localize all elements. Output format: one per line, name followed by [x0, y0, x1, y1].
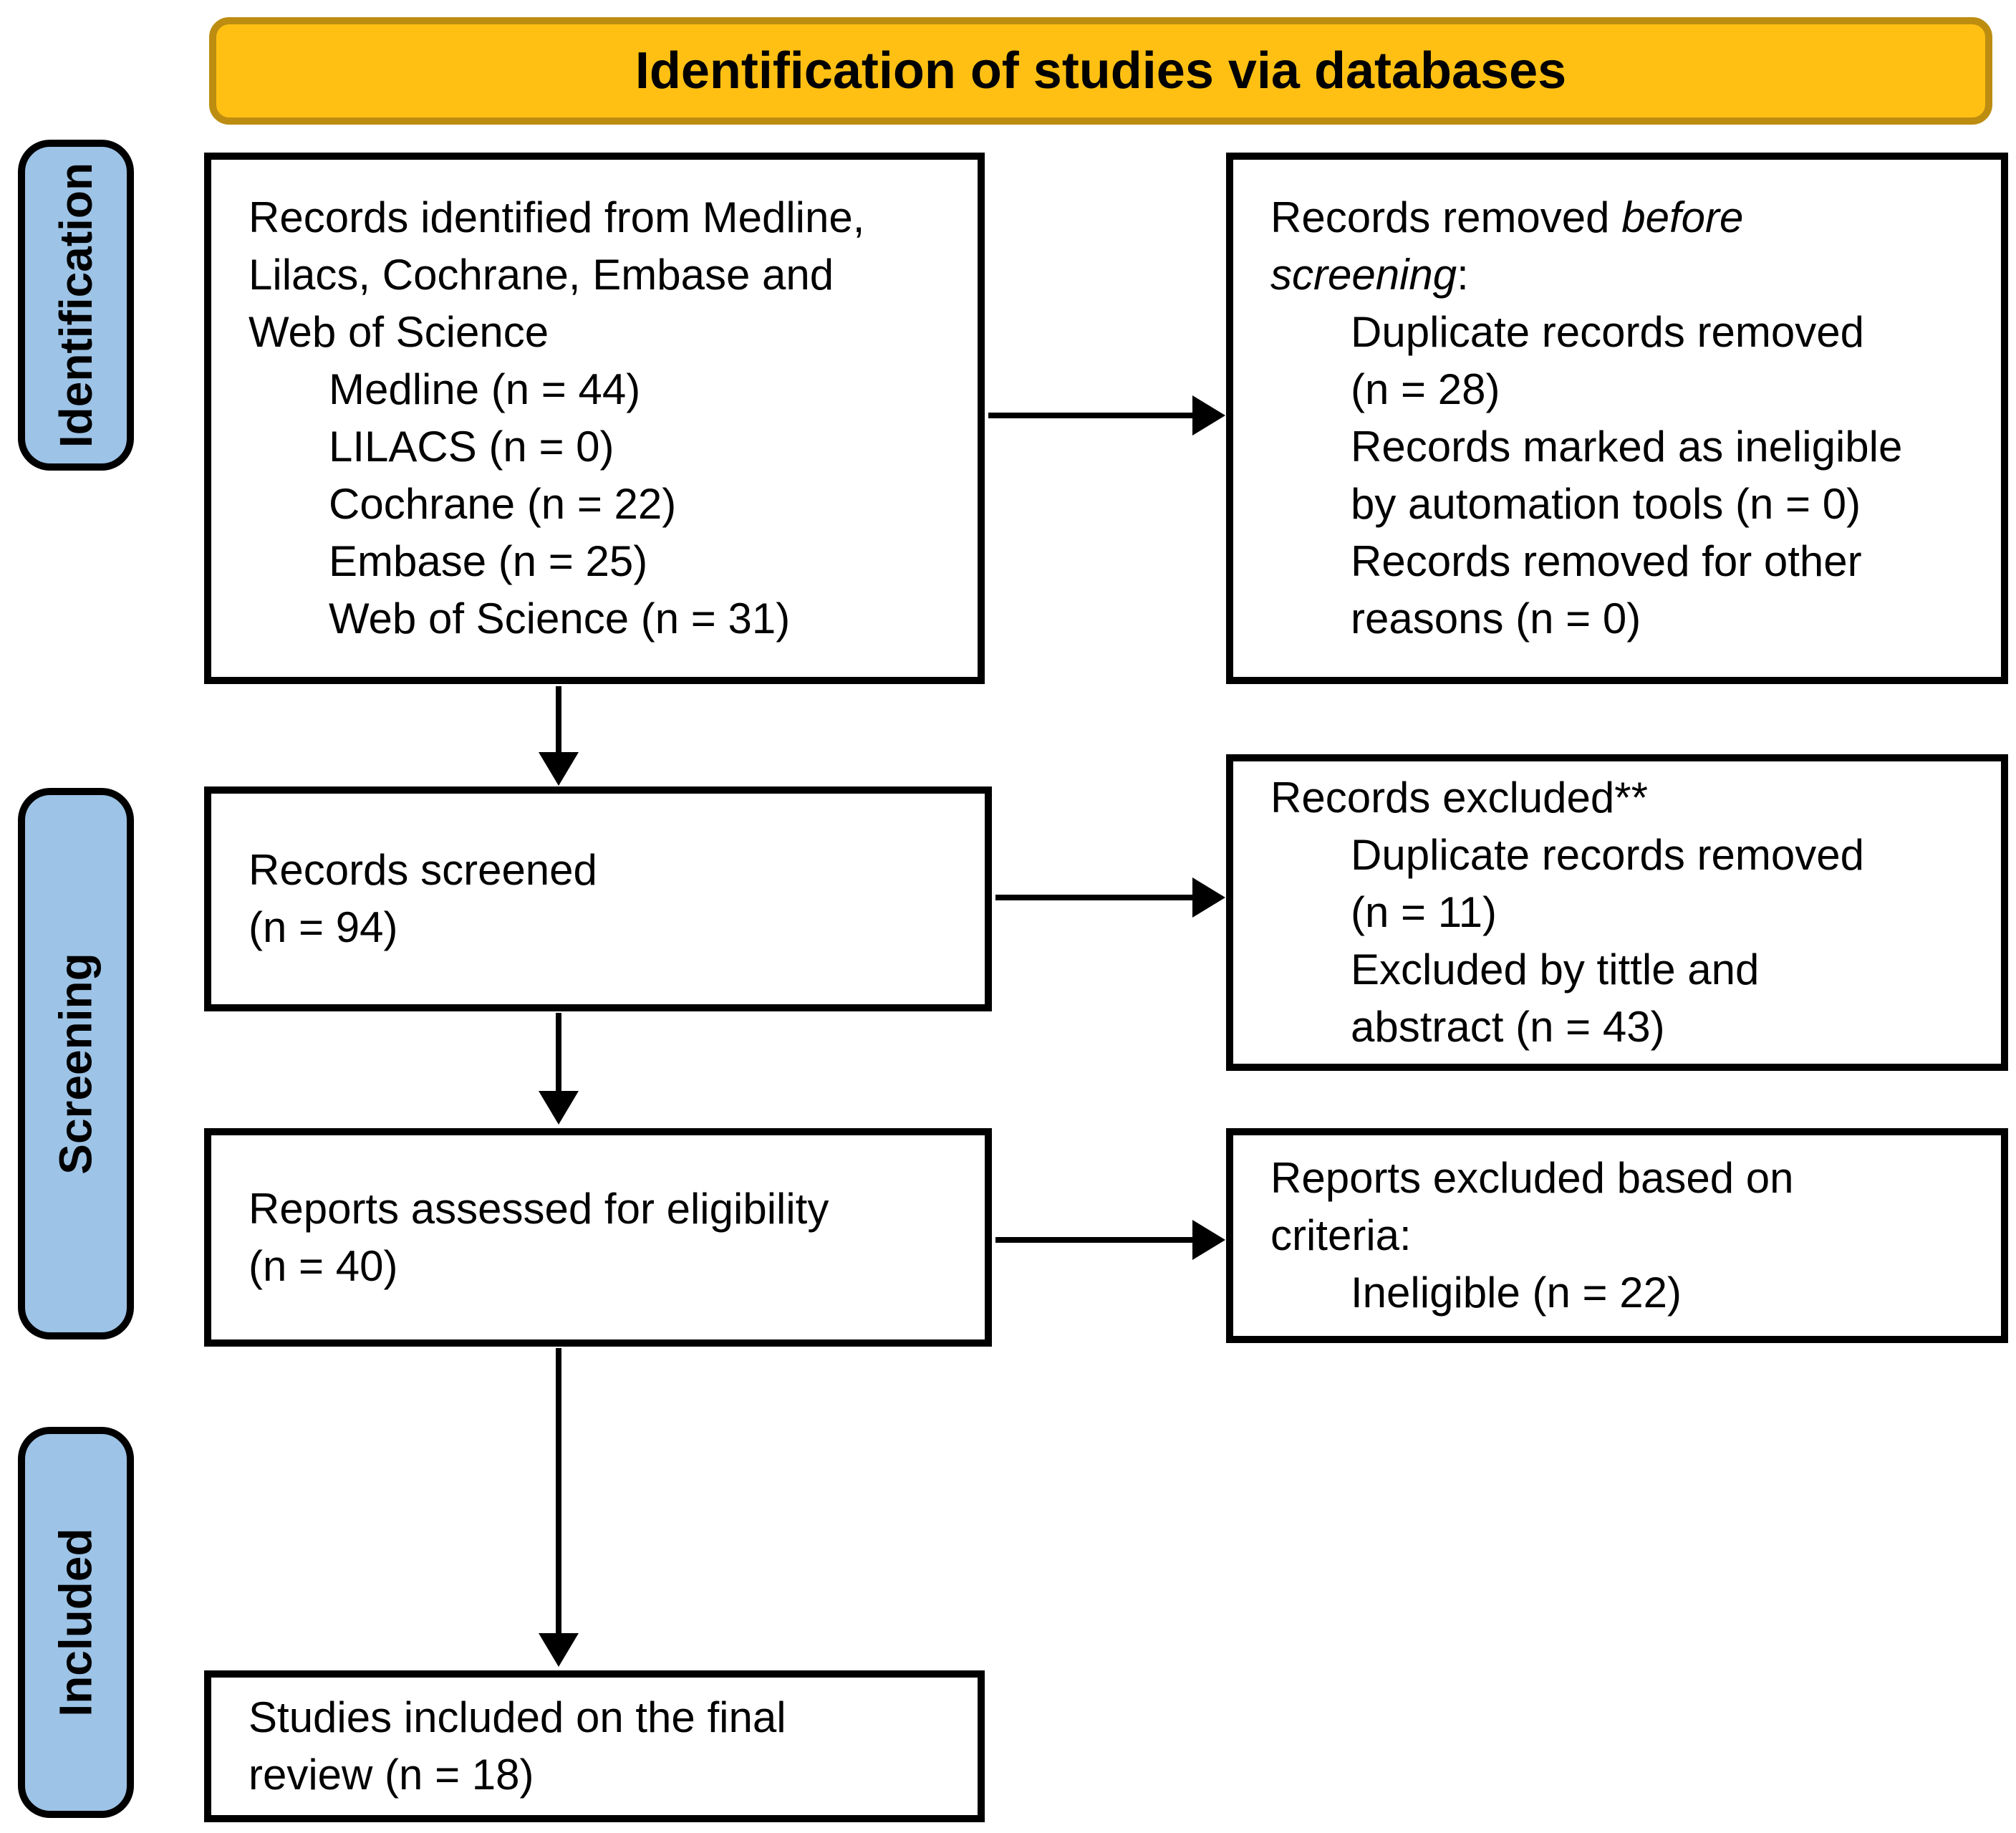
box-reports-assessed: Reports assessed for eligibility (n = 40): [204, 1128, 992, 1347]
box-text-line: Medline (n = 44): [329, 365, 641, 413]
box-text-line: Records excluded**: [1270, 774, 1648, 822]
box-text-line: Reports excluded based on: [1270, 1154, 1794, 1202]
box-text-line: Ineligible (n = 22): [1351, 1269, 1682, 1317]
box-records-screened: Records screened (n = 94): [204, 786, 992, 1011]
stage-label-identification-text: Identification: [50, 162, 102, 448]
box-text-line: screening:: [1270, 251, 1469, 299]
banner-identification-via-databases: Identification of studies via databases: [209, 17, 1992, 125]
box-text-line: Records marked as ineligible: [1351, 423, 1903, 471]
arrow-assessed-to-included: [539, 1348, 579, 1667]
arrow-identified-to-removed: [988, 395, 1225, 436]
box-records-removed-before-screening: Records removed before screening: Duplicat…: [1226, 153, 2008, 684]
box-text-line: Records identified from Medline,: [249, 193, 865, 241]
box-text-line: by automation tools (n = 0): [1351, 480, 1861, 528]
arrow-assessed-to-excluded-criteria: [995, 1220, 1225, 1260]
box-text-line: Web of Science (n = 31): [329, 595, 791, 643]
box-text-line: (n = 11): [1351, 888, 1497, 936]
arrow-screened-to-excluded: [995, 877, 1225, 918]
box-text-line: Reports assessed for eligibility: [249, 1184, 829, 1233]
box-text-line: (n = 40): [249, 1241, 398, 1290]
box-text-line: reasons (n = 0): [1351, 595, 1641, 643]
box-text-line: abstract (n = 43): [1351, 1003, 1665, 1051]
box-text-line: (n = 94): [249, 903, 398, 951]
box-text-line: Records screened: [249, 846, 597, 894]
stage-label-identification: Identification: [18, 140, 134, 471]
arrow-identified-to-screened: [539, 686, 579, 786]
box-text-line: review (n = 18): [249, 1751, 534, 1799]
stage-label-screening: Screening: [18, 788, 134, 1339]
box-text-line: (n = 28): [1351, 365, 1500, 413]
box-studies-included-final: Studies included on the final review (n =…: [204, 1670, 985, 1822]
box-text-line: LILACS (n = 0): [329, 423, 614, 471]
stage-label-screening-text: Screening: [50, 953, 102, 1175]
stage-label-included: Included: [18, 1427, 134, 1818]
box-text-line: Cochrane (n = 22): [329, 480, 677, 528]
box-text-line: Studies included on the final: [249, 1693, 786, 1741]
box-text-line: Web of Science: [249, 308, 549, 356]
box-reports-excluded-criteria: Reports excluded based on criteria: Inelig…: [1226, 1128, 2008, 1343]
box-text-line: Records removed before: [1270, 193, 1744, 241]
box-records-excluded: Records excluded** Duplicate records remo…: [1226, 754, 2008, 1071]
box-text-line: Excluded by tittle and: [1351, 946, 1760, 994]
box-text-line: Embase (n = 25): [329, 537, 648, 585]
arrow-screened-to-assessed: [539, 1013, 579, 1125]
box-text-line: criteria:: [1270, 1211, 1412, 1259]
box-text-line: Lilacs, Cochrane, Embase and: [249, 251, 834, 299]
box-text-line: Records removed for other: [1351, 537, 1862, 585]
box-text-line: Duplicate records removed: [1351, 831, 1864, 879]
box-text-line: Duplicate records removed: [1351, 308, 1864, 356]
box-records-identified: Records identified from Medline, Lilacs, …: [204, 153, 985, 684]
stage-label-included-text: Included: [50, 1528, 102, 1717]
banner-title: Identification of studies via databases: [635, 42, 1567, 100]
